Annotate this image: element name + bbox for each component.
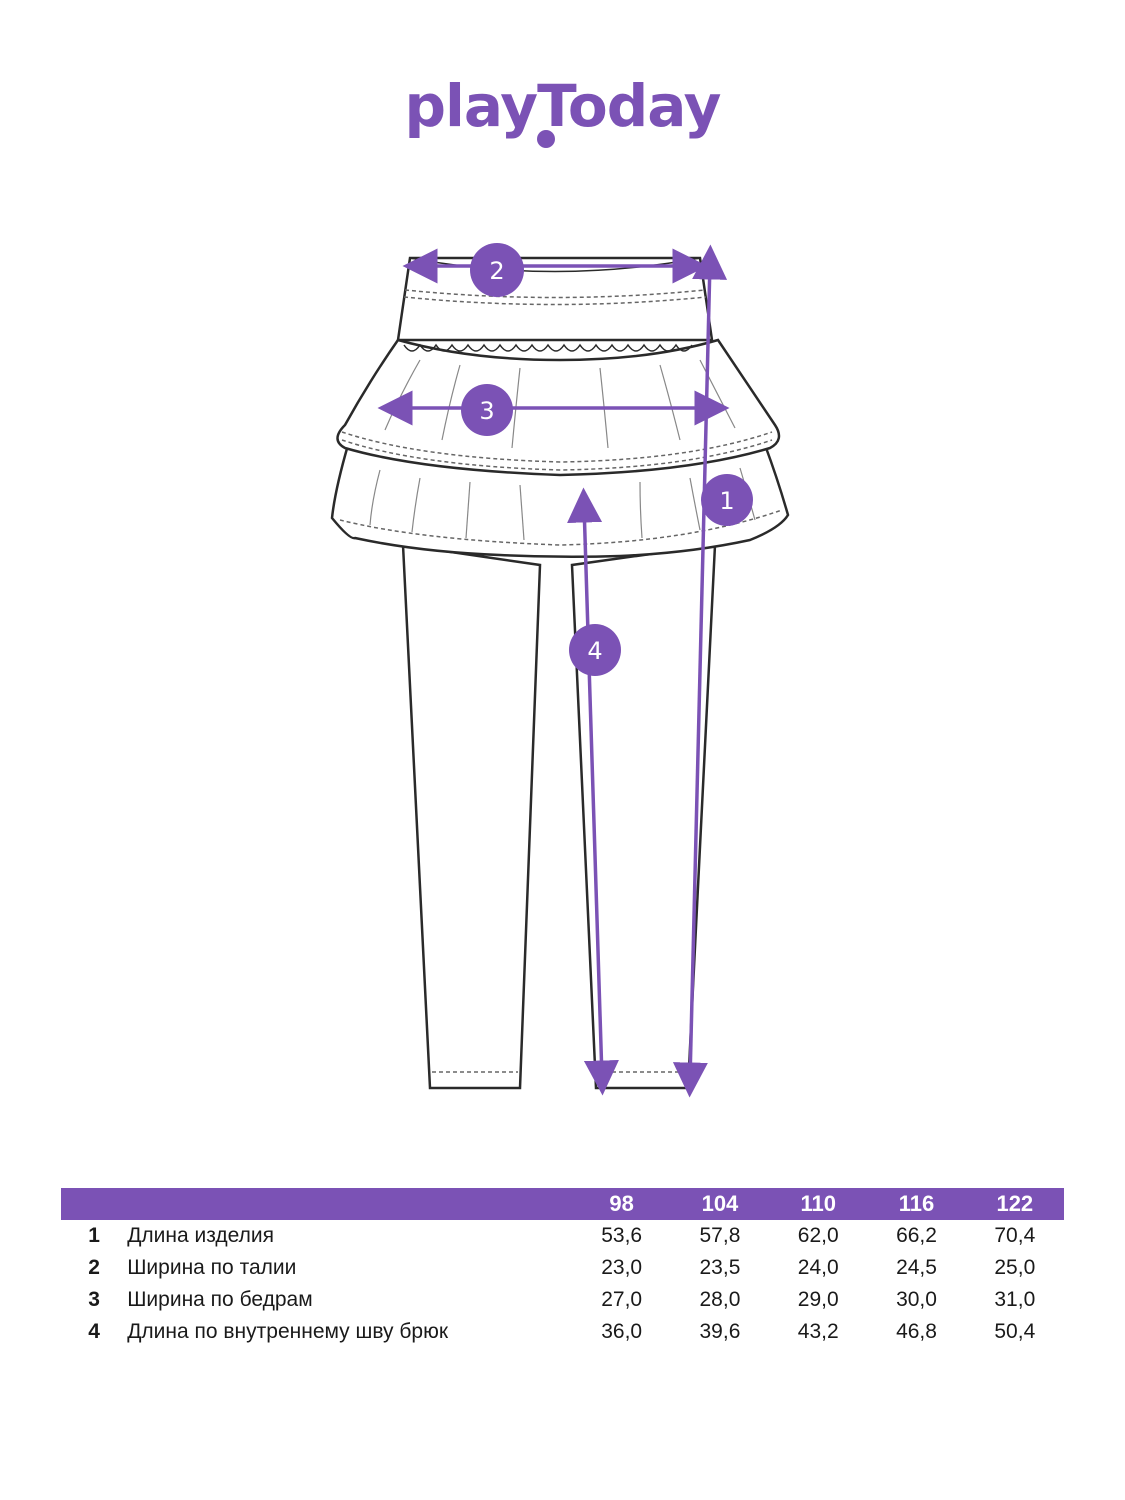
row-value: 39,6 [699, 1320, 741, 1343]
measure-badge-2: 2 [470, 243, 524, 297]
size-header: 116 [867, 1188, 966, 1220]
row-number: 1 [88, 1224, 100, 1247]
row-value: 29,0 [797, 1288, 839, 1311]
size-header: 98 [572, 1188, 671, 1220]
row-label: Длина по внутреннему шву брюк [127, 1320, 449, 1343]
row-value: 57,8 [699, 1224, 741, 1247]
table-row: 4 Длина по внутреннему шву брюк 36,0 39,… [61, 1316, 1064, 1348]
row-label: Ширина по талии [127, 1256, 297, 1279]
row-value: 62,0 [797, 1224, 839, 1247]
size-header: 122 [965, 1188, 1064, 1220]
measure-badge-3: 3 [461, 384, 513, 436]
row-value: 66,2 [896, 1224, 937, 1247]
garment-drawing: 1 2 3 4 [330, 243, 790, 1098]
size-header: 104 [670, 1188, 770, 1220]
waistband [396, 256, 714, 342]
row-value: 23,5 [699, 1256, 741, 1279]
brand-logo-text: playToday [404, 72, 722, 140]
leggings-outline [401, 543, 717, 1090]
row-value: 50,4 [994, 1320, 1036, 1343]
brand-logo: playToday [0, 72, 1125, 148]
header-blank-label [127, 1188, 573, 1220]
row-value: 36,0 [601, 1320, 643, 1343]
table-row: 3 Ширина по бедрам 27,0 28,0 29,0 30,0 3… [61, 1284, 1064, 1316]
row-value: 23,0 [601, 1256, 643, 1279]
svg-text:2: 2 [489, 257, 504, 285]
size-table-header: 98 104 110 116 122 [61, 1188, 1064, 1220]
brand-logo-dot [537, 130, 555, 148]
row-value: 27,0 [601, 1288, 643, 1311]
row-value: 46,8 [896, 1320, 937, 1343]
row-value: 70,4 [994, 1224, 1036, 1247]
size-header: 110 [769, 1188, 868, 1220]
svg-text:3: 3 [479, 397, 494, 425]
row-label: Длина изделия [127, 1224, 274, 1247]
measure-badge-4: 4 [569, 624, 621, 676]
leg-left [401, 543, 542, 1090]
measurement-lines [377, 244, 730, 1098]
row-value: 25,0 [994, 1256, 1036, 1279]
row-number: 2 [88, 1256, 100, 1279]
row-value: 30,0 [896, 1288, 937, 1311]
measure-line-4 [567, 487, 619, 1096]
row-value: 53,6 [601, 1224, 643, 1247]
row-value: 24,5 [896, 1256, 937, 1279]
row-value: 28,0 [699, 1288, 741, 1311]
row-value: 43,2 [797, 1320, 839, 1343]
table-row: 1 Длина изделия 53,6 57,8 62,0 66,2 70,4 [61, 1220, 1064, 1252]
row-value: 31,0 [994, 1288, 1036, 1311]
svg-text:4: 4 [587, 637, 602, 665]
svg-text:1: 1 [719, 487, 734, 515]
row-label: Ширина по бедрам [127, 1288, 313, 1311]
size-table: 98 104 110 116 122 1 Длина изделия 53,6 … [61, 1188, 1064, 1348]
row-number: 3 [88, 1288, 100, 1311]
measure-badge-1: 1 [701, 474, 753, 526]
row-number: 4 [88, 1320, 100, 1343]
row-value: 24,0 [797, 1256, 839, 1279]
header-blank [61, 1188, 128, 1220]
table-row: 2 Ширина по талии 23,0 23,5 24,0 24,5 25… [61, 1252, 1064, 1284]
